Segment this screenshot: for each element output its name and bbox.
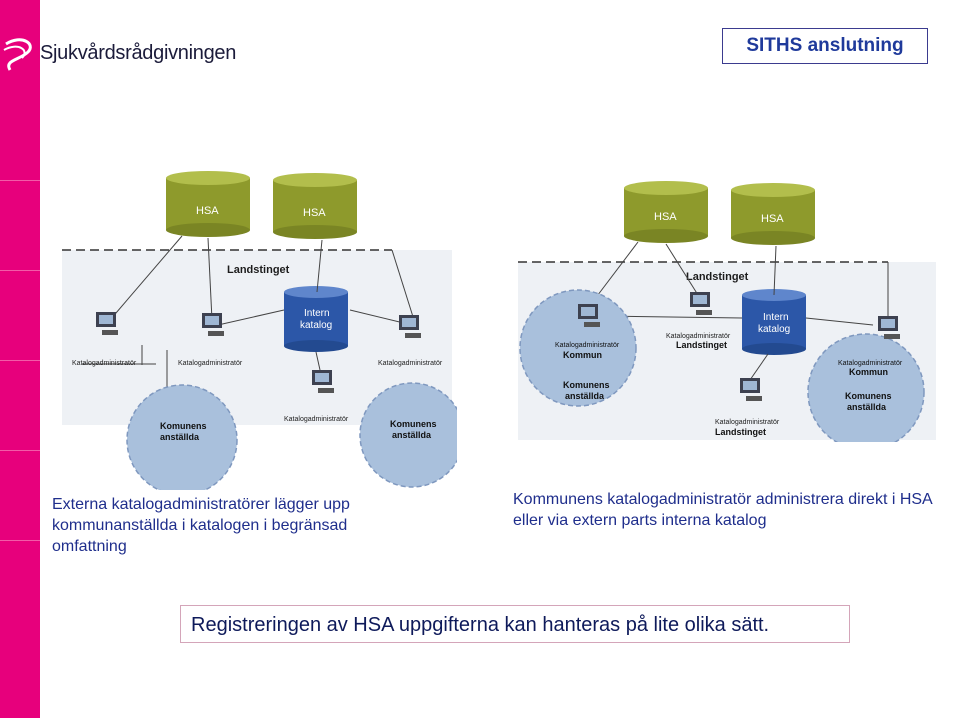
computer-icon — [399, 315, 421, 338]
slide-title-box: SITHS anslutning — [722, 28, 928, 64]
admin-org-label: Landstinget — [676, 340, 727, 350]
diagram-left: Landstinget HSA HSA Intern katalog — [62, 171, 457, 490]
employees-circle: Katalogadministratör Kommun Komunens ans… — [519, 289, 637, 407]
computer-icon — [202, 313, 224, 336]
svg-text:katalog: katalog — [758, 324, 790, 335]
brand-logo-icon — [3, 38, 32, 71]
admin-label: Katalogadministratör — [715, 419, 780, 426]
computer-icon — [578, 304, 600, 327]
brand-name: Sjukvårdsrådgivningen — [40, 42, 237, 64]
hsa-label: HSA — [303, 207, 326, 219]
hsa-database-icon: HSA — [273, 173, 357, 239]
hsa-label: HSA — [196, 205, 219, 217]
svg-text:anställda: anställda — [847, 402, 887, 412]
intern-catalog-database-icon: Intern katalog — [742, 289, 806, 355]
landsting-label: Landstinget — [227, 264, 290, 276]
computer-icon — [740, 378, 762, 401]
caption-left: Externa katalogadministratörer lägger up… — [52, 496, 350, 555]
admin-label: Katalogadministratör — [284, 416, 349, 423]
slide-title: SITHS anslutning — [746, 35, 904, 56]
svg-text:anställda: anställda — [392, 430, 432, 440]
hsa-database-icon: HSA — [731, 183, 815, 245]
svg-text:Kommun: Kommun — [849, 367, 888, 377]
svg-text:Intern: Intern — [763, 312, 789, 323]
intern-catalog-database-icon: Intern katalog — [284, 286, 348, 352]
admin-label: Katalogadministratör — [72, 360, 137, 367]
computer-icon — [690, 292, 712, 315]
svg-text:Katalogadministratör: Katalogadministratör — [838, 360, 903, 367]
hsa-database-icon: HSA — [166, 171, 250, 237]
computer-icon — [312, 370, 334, 393]
svg-text:Komunens: Komunens — [390, 419, 437, 429]
summary-text: Registreringen av HSA uppgifterna kan ha… — [191, 614, 770, 636]
svg-text:Komunens: Komunens — [160, 421, 207, 431]
landsting-label: Landstinget — [686, 271, 749, 283]
svg-text:HSA: HSA — [761, 213, 784, 225]
employees-circle: Komunens anställda — [359, 382, 457, 488]
admin-label: Katalogadministratör — [666, 333, 731, 340]
employees-circle: Katalogadministratör Kommun Komunens ans… — [807, 333, 925, 442]
svg-text:anställda: anställda — [565, 391, 605, 401]
intern-label-line1: Intern — [304, 308, 330, 319]
hsa-database-icon: HSA — [624, 181, 708, 243]
svg-text:HSA: HSA — [654, 211, 677, 223]
summary-box: Registreringen av HSA uppgifterna kan ha… — [180, 605, 850, 643]
caption-right: Kommunens katalogadministratör administr… — [513, 491, 932, 529]
svg-text:anställda: anställda — [160, 432, 200, 442]
intern-label-line2: katalog — [300, 320, 332, 331]
diagram-right: Landstinget HSA HSA Intern katalog Katal… — [518, 181, 936, 442]
svg-text:Komunens: Komunens — [845, 391, 892, 401]
admin-label: Katalogadministratör — [378, 360, 443, 367]
admin-org-label: Landstinget — [715, 427, 766, 437]
accent-sidebar — [0, 0, 40, 718]
admin-label: Katalogadministratör — [178, 360, 243, 367]
svg-text:Kommun: Kommun — [563, 350, 602, 360]
computer-icon — [96, 312, 118, 335]
svg-text:Komunens: Komunens — [563, 380, 610, 390]
svg-text:Katalogadministratör: Katalogadministratör — [555, 342, 620, 349]
computer-icon — [878, 316, 900, 339]
employees-circle: Komunens anställda — [126, 384, 238, 490]
